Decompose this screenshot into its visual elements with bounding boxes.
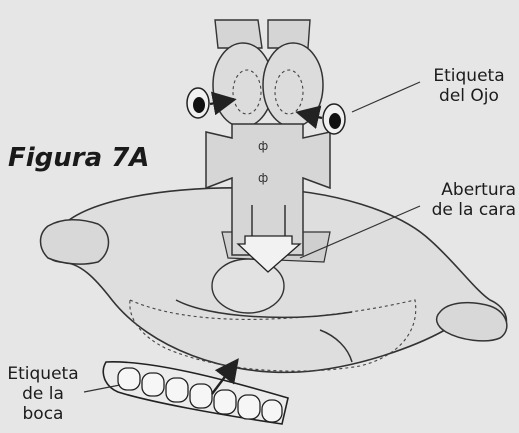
- eye-label-line-2: del Ojo: [424, 86, 514, 106]
- face-label-line-1: Abertura: [414, 180, 516, 200]
- face-label-line-2: de la cara: [414, 200, 516, 220]
- leader-eye: [352, 82, 420, 112]
- mouth-label-line-2: de la: [2, 384, 84, 404]
- mouth-label-line-1: Etiqueta: [2, 364, 84, 384]
- svg-text:ф: ф: [258, 139, 268, 153]
- svg-text:ф: ф: [258, 171, 268, 185]
- eye-label-line-1: Etiqueta: [424, 66, 514, 86]
- face-opening-label: Abertura de la cara: [414, 180, 516, 220]
- mouth-sticker-label: Etiqueta de la boca: [2, 364, 84, 424]
- eye-sticker-label: Etiqueta del Ojo: [424, 66, 514, 106]
- figure-title: Figura 7A: [8, 143, 149, 173]
- eye-sticker-right: [323, 104, 345, 134]
- eye-sticker-left: [187, 88, 209, 118]
- mouth-label-line-3: boca: [2, 404, 84, 424]
